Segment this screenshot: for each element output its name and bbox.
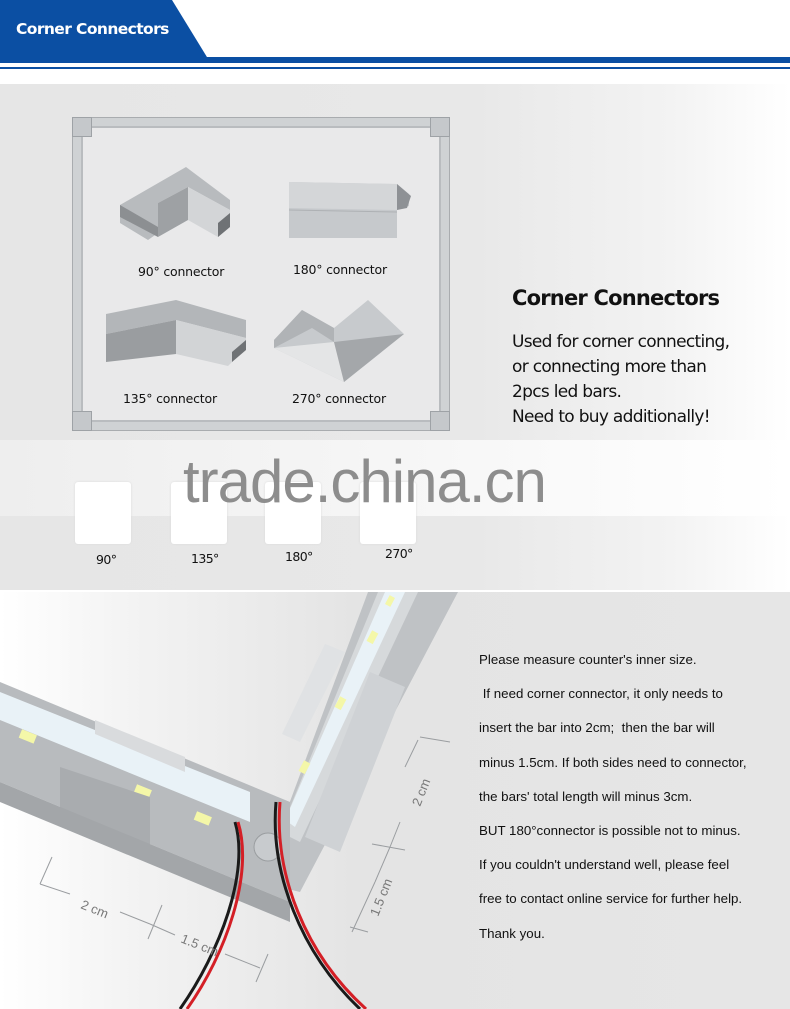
- dimension-label: 1.5 cm: [367, 876, 396, 918]
- angle-swatch-180: [265, 482, 321, 544]
- instruction-line: free to contact online service for furth…: [479, 891, 743, 907]
- instruction-line: If need corner connector, it only needs …: [479, 686, 723, 702]
- dimension-label: 2 cm: [409, 776, 433, 808]
- connector-135-label: 135° connector: [123, 391, 217, 406]
- connector-270-image: [274, 300, 404, 382]
- connector-90-label: 90° connector: [138, 264, 225, 279]
- angle-label-135: 135°: [191, 551, 219, 566]
- angle-swatch-90: [75, 482, 131, 544]
- info-title: Corner Connectors: [512, 286, 720, 310]
- frame-corner-piece: [430, 117, 450, 137]
- angle-label-180: 180°: [285, 549, 313, 564]
- connector-180-label: 180° connector: [293, 262, 387, 277]
- dimension-label: 1.5 cm: [179, 931, 221, 960]
- watermark-text: trade.china.cn: [183, 448, 547, 515]
- header-divider-thick: [0, 57, 790, 63]
- instruction-line: the bars' total length will minus 3cm.: [479, 788, 693, 804]
- instruction-line: minus 1.5cm. If both sides need to conne…: [479, 754, 747, 770]
- header-divider-thin: [0, 67, 790, 69]
- instruction-line: If you couldn't understand well, please …: [479, 857, 730, 873]
- angle-swatch-270: [360, 482, 416, 544]
- instruction-line: Please measure counter's inner size.: [479, 652, 697, 667]
- dimension-label: 2 cm: [79, 897, 111, 921]
- info-description: Used for corner connecting, or connectin…: [512, 330, 730, 430]
- frame-corner-piece: [72, 411, 92, 431]
- info-line: or connecting more than: [512, 357, 707, 377]
- frame-corner-piece: [72, 117, 92, 137]
- angle-label-90: 90°: [96, 552, 117, 567]
- installation-diagram: 2 cm 1.5 cm 2 cm 1.5 cm: [0, 592, 458, 1009]
- header-title: Corner Connectors: [16, 20, 169, 38]
- instruction-line: insert the bar into 2cm; then the bar wi…: [479, 720, 715, 736]
- info-line: 2pcs led bars.: [512, 382, 622, 402]
- info-line: Need to buy additionally!: [512, 407, 711, 427]
- connector-135-image: [106, 300, 246, 366]
- installation-instructions: Please measure counter's inner size. If …: [479, 650, 747, 958]
- connector-90-image: [120, 167, 230, 240]
- header-tab: [0, 0, 210, 62]
- section-header: Corner Connectors: [0, 0, 790, 84]
- info-line: Used for corner connecting,: [512, 332, 730, 352]
- angle-swatch-135: [171, 482, 227, 544]
- instruction-line: BUT 180°connector is possible not to min…: [479, 822, 741, 838]
- connector-180-image: [288, 182, 411, 238]
- connector-showcase-frame: [72, 117, 450, 431]
- connector-270-label: 270° connector: [292, 391, 386, 406]
- instruction-line: Thank you.: [479, 925, 545, 941]
- angle-label-270: 270°: [385, 546, 413, 561]
- frame-corner-piece: [430, 411, 450, 431]
